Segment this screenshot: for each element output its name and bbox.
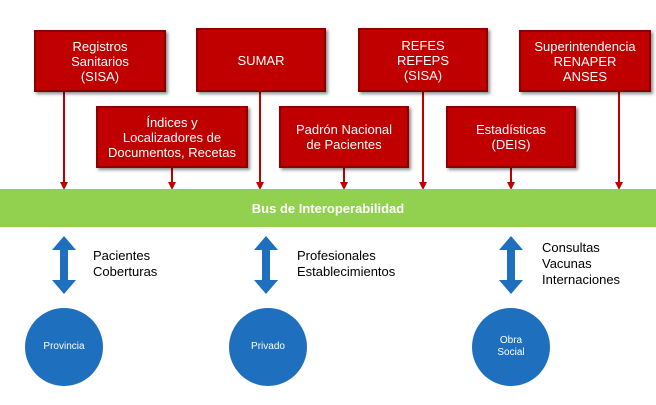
source-box-registros-sanitarios: Registros Sanitarios (SISA)	[34, 30, 166, 92]
flow-label-obra-social: Consultas Vacunas Internaciones	[542, 240, 621, 287]
source-box-padron: Padrón Nacional de Pacientes	[279, 106, 409, 168]
consumer-node-provincia: Provincia	[25, 308, 103, 386]
source-box-indices: Índices y Localizadores de Documentos, R…	[96, 106, 248, 168]
consumer-node-obra-social: Obra Social	[472, 308, 550, 386]
source-box-sumar: SUMAR	[196, 28, 326, 92]
double-arrow-privado	[254, 236, 278, 294]
interoperability-bus: Bus de Interoperabilidad	[0, 189, 656, 227]
consumer-node-privado: Privado	[229, 308, 307, 386]
source-box-refes: REFES REFEPS (SISA)	[358, 28, 488, 92]
source-box-estadisticas: Estadísticas (DEIS)	[446, 106, 576, 168]
flow-label-provincia: Pacientes Coberturas	[93, 248, 158, 279]
flow-label-privado: Profesionales Establecimientos	[297, 248, 396, 279]
source-box-superintendencia: Superintendencia RENAPER ANSES	[519, 30, 651, 92]
double-arrow-provincia	[52, 236, 76, 294]
double-arrow-obra-social	[499, 236, 523, 294]
